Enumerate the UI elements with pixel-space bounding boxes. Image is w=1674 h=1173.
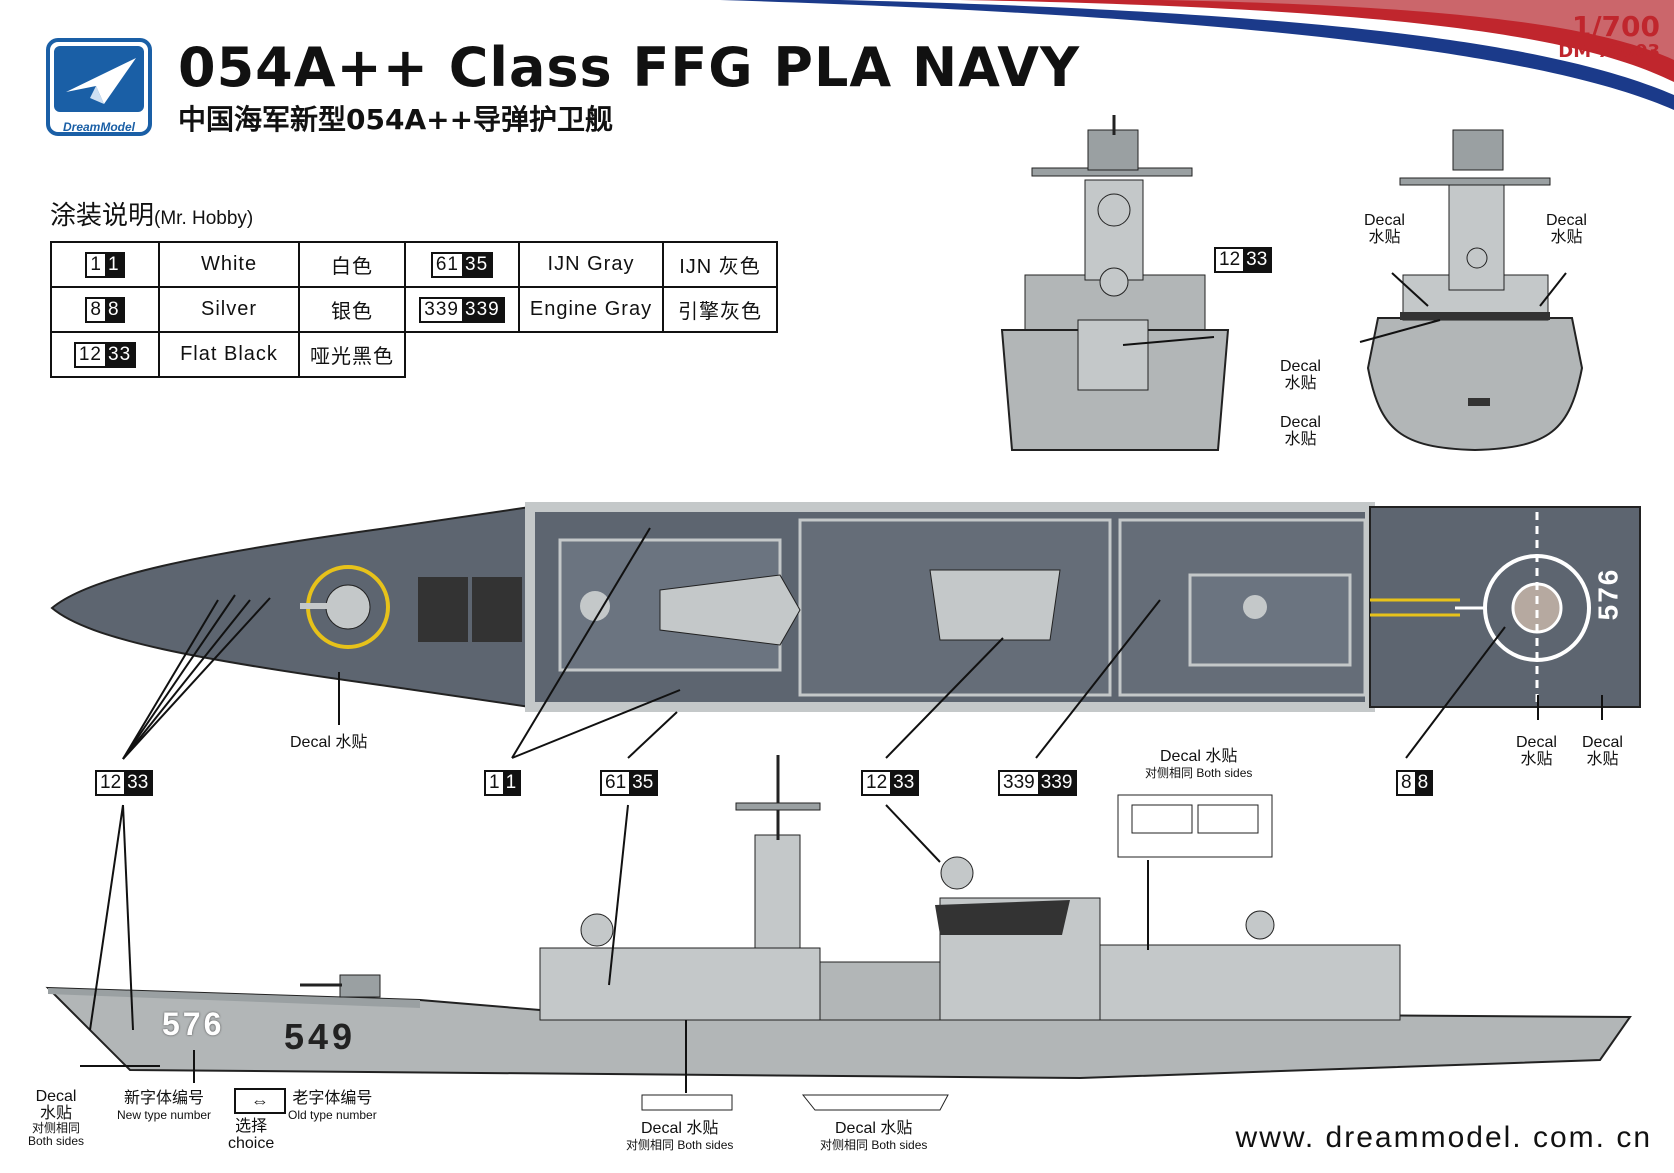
hull-number-new: 576 bbox=[162, 1006, 225, 1042]
paint-name-zh: 引擎灰色 bbox=[662, 286, 778, 333]
decal-panel-side bbox=[1117, 794, 1273, 858]
scale-badge: 1/700 DM 70003 bbox=[1558, 10, 1660, 62]
decal-label-bow-deck: Decal 水贴 bbox=[290, 734, 368, 751]
decal-label-bottom-1: Decal 水贴对侧相同 Both sides bbox=[626, 1120, 734, 1152]
paint-name-zh: IJN 灰色 bbox=[662, 241, 778, 288]
product-code: DM 70003 bbox=[1558, 41, 1660, 62]
empty-cell bbox=[519, 332, 663, 377]
swap-arrows-icon: ⇔ bbox=[234, 1088, 286, 1114]
paint-brand: (Mr. Hobby) bbox=[154, 208, 254, 229]
paint-guide-heading: 涂装说明(Mr. Hobby) bbox=[50, 195, 253, 232]
decal-label-bottom-2: Decal 水贴对侧相同 Both sides bbox=[820, 1120, 928, 1152]
decal-label-side: Decal 水贴对侧相同 Both sides bbox=[1145, 748, 1253, 780]
paint-name-en: Flat Black bbox=[158, 331, 300, 378]
scale-value: 1/700 bbox=[1571, 10, 1660, 43]
paint-name-en: IJN Gray bbox=[518, 241, 664, 288]
empty-cell bbox=[663, 332, 777, 377]
plan-view bbox=[50, 502, 1641, 712]
paint-name-en: Silver bbox=[158, 286, 300, 333]
deck-hull-number: 576 bbox=[1592, 567, 1624, 621]
paint-guide-title: 涂装说明 bbox=[50, 200, 155, 230]
page-subtitle: 中国海军新型054A++导弹护卫舰 bbox=[178, 103, 614, 136]
decal-strips-bottom bbox=[641, 1094, 949, 1111]
paint-name-zh: 白色 bbox=[298, 241, 406, 288]
paint-name-zh: 哑光黑色 bbox=[298, 331, 406, 378]
empty-cell bbox=[405, 332, 519, 377]
paint-name-en: White bbox=[158, 241, 300, 288]
logo-text: DreamModel bbox=[62, 120, 136, 134]
leader-lines bbox=[80, 272, 1603, 1093]
website-url: www. dreammodel. com. cn bbox=[1235, 1121, 1652, 1154]
paint-name-zh: 银色 bbox=[298, 286, 406, 333]
side-profile bbox=[45, 755, 1632, 1080]
dreammodel-logo bbox=[46, 38, 152, 136]
front-view-stern bbox=[1366, 129, 1584, 452]
paint-name-en: Engine Gray bbox=[518, 286, 664, 333]
hull-number-old: 549 bbox=[284, 1016, 357, 1057]
corner-banner-stripes bbox=[720, 0, 1674, 110]
front-view-bow bbox=[1000, 115, 1230, 451]
page-title: 054A++ Class FFG PLA NAVY bbox=[178, 36, 1081, 99]
